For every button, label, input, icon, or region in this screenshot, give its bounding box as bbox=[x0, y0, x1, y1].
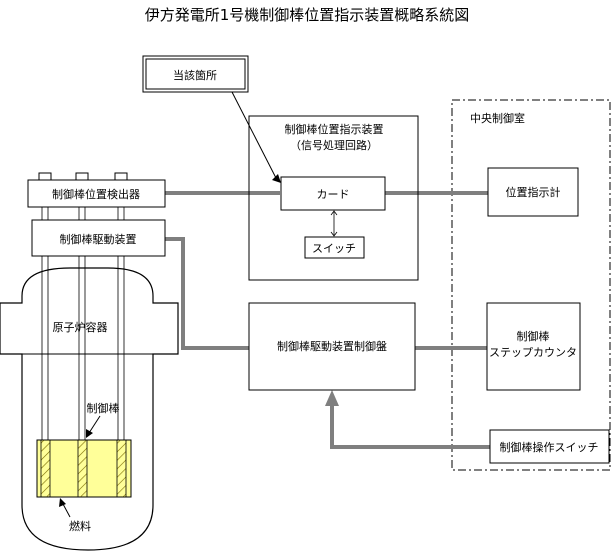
diagram-title: 伊方発電所1号機制御棒位置指示装置概略系統図 bbox=[145, 6, 470, 24]
step-counter-box bbox=[486, 302, 581, 391]
detector-label: 制御棒位置検出器 bbox=[52, 187, 140, 201]
thick-signal-lines bbox=[165, 191, 490, 449]
position-indicator-label: 位置指示計 bbox=[506, 185, 561, 199]
fuel-rod-hatches bbox=[40, 439, 127, 498]
fuel-label: 燃料 bbox=[69, 519, 91, 533]
central-control-room-boundary bbox=[451, 99, 611, 471]
fuel-arrow-head bbox=[59, 498, 66, 507]
operation-switch-box bbox=[489, 429, 610, 464]
detector-head-caps bbox=[38, 172, 128, 181]
drive-control-panel-box bbox=[248, 302, 416, 391]
card-switch-link bbox=[330, 210, 338, 237]
drive-control-panel-label: 制御棒駆動装置制御盤 bbox=[277, 339, 387, 353]
switch-label: スイッチ bbox=[312, 242, 356, 255]
callout-box-inner bbox=[145, 58, 246, 90]
card-box bbox=[280, 176, 386, 211]
callout-leader bbox=[231, 91, 277, 179]
drive-device-box bbox=[31, 219, 166, 257]
callout-box-outer bbox=[142, 55, 249, 93]
fuel-leader bbox=[62, 503, 71, 518]
callout-arrow-head bbox=[272, 174, 281, 183]
arrow-head-to-control-panel bbox=[325, 390, 339, 406]
operation-switch-label: 制御棒操作スイッチ bbox=[500, 440, 599, 454]
drive-device-label: 制御棒駆動装置 bbox=[60, 232, 137, 246]
control-rod-leader bbox=[88, 415, 101, 434]
indicator-device-subtitle: （信号処理回路） bbox=[290, 139, 378, 152]
position-indicator-box bbox=[487, 167, 579, 217]
indicator-device-title: 制御棒位置指示装置 bbox=[285, 122, 384, 136]
step-counter-label-line2: ステップカウンタ bbox=[489, 346, 577, 359]
reactor-vessel-label: 原子炉容器 bbox=[53, 320, 108, 334]
switch-box bbox=[304, 236, 365, 259]
callout-label: 当該箇所 bbox=[173, 68, 217, 82]
step-counter-label-line1: 制御棒 bbox=[517, 329, 550, 343]
central-control-room-label: 中央制御室 bbox=[470, 111, 525, 125]
indicator-device-box bbox=[248, 115, 419, 281]
control-rod-arrow-head bbox=[86, 429, 93, 438]
control-rod-label: 制御棒 bbox=[87, 401, 120, 415]
card-label: カード bbox=[317, 188, 350, 201]
detector-box bbox=[27, 179, 166, 208]
